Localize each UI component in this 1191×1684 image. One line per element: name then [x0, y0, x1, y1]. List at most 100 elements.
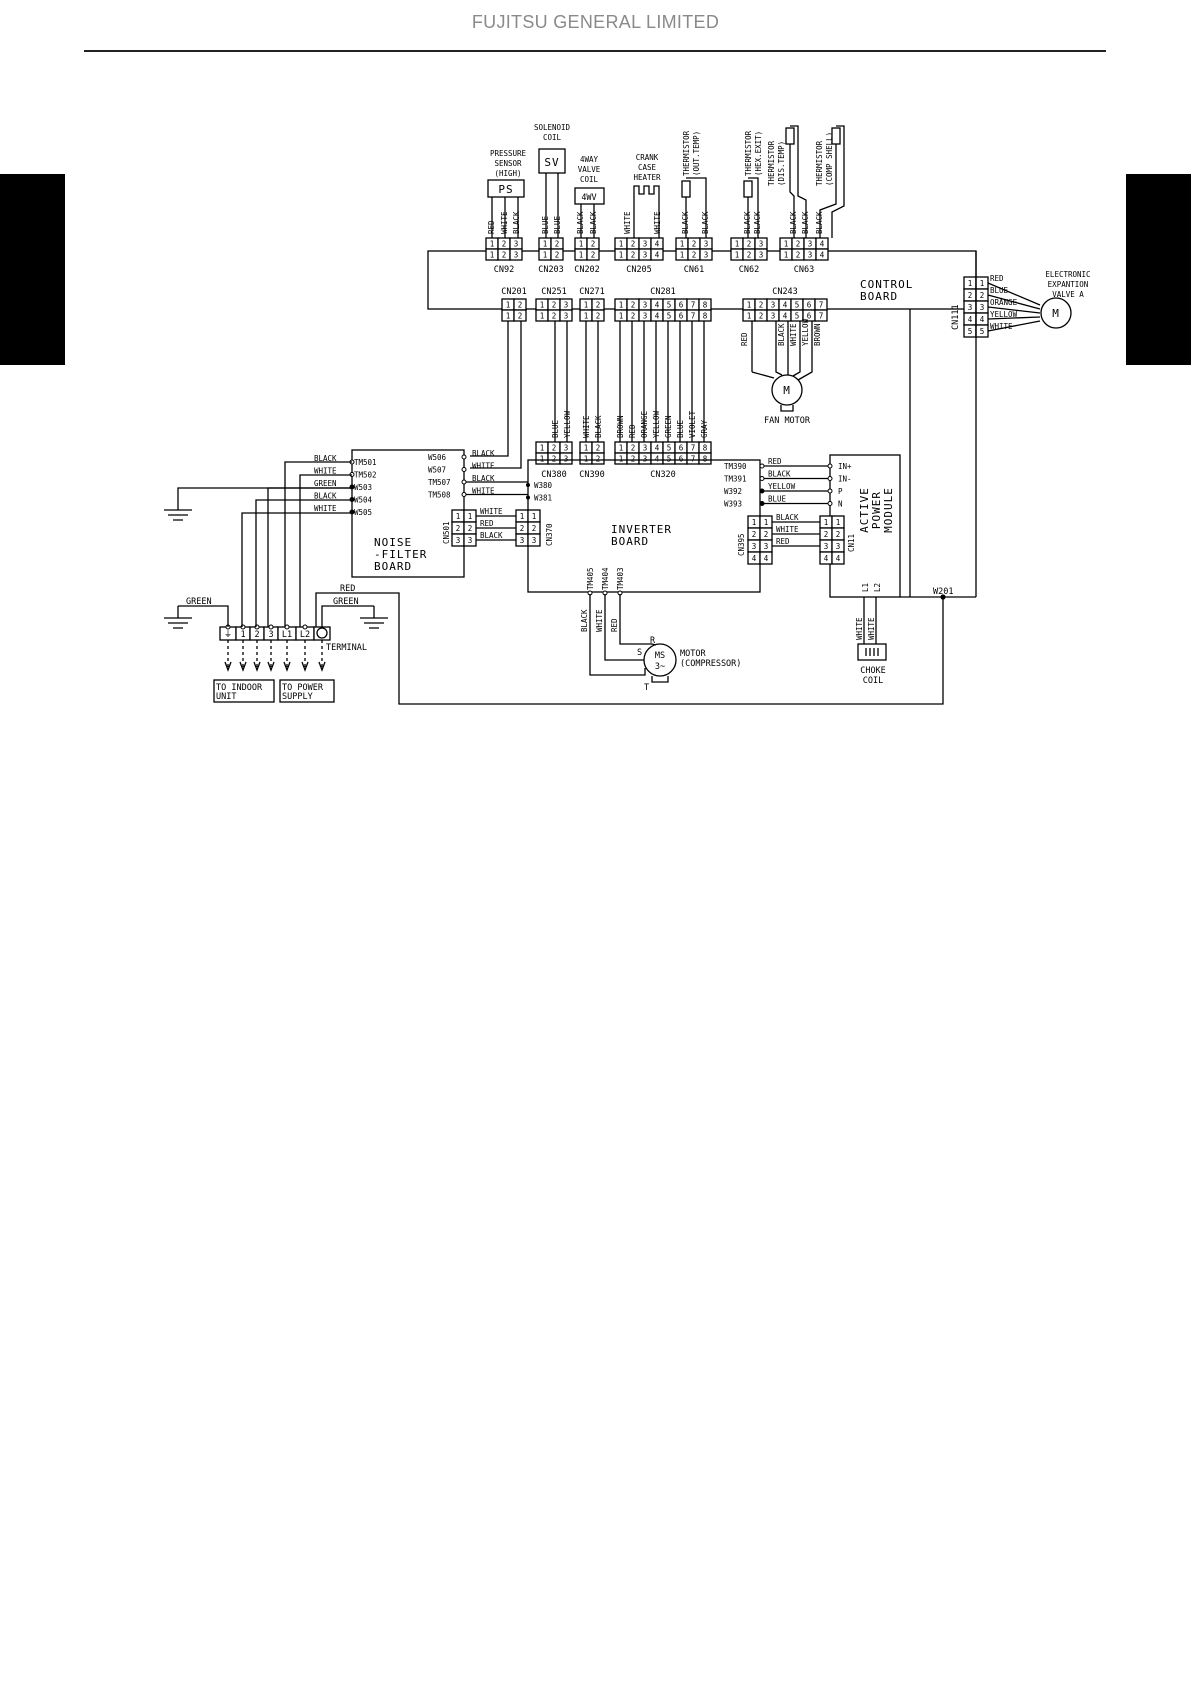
therm-dis-label-1: THERMISTOR — [767, 140, 776, 186]
svg-text:3: 3 — [468, 536, 473, 545]
svg-text:5: 5 — [667, 312, 672, 321]
cn395-wire: BLACK — [776, 513, 799, 522]
cn111-label: CN111 — [951, 304, 961, 330]
cn501-label: CN501 — [442, 521, 451, 544]
svg-text:3: 3 — [643, 444, 648, 453]
svg-text:5: 5 — [795, 312, 800, 321]
noise-filter-terminals: TM501BLACKTM502WHITEW503GREENW504BLACKW5… — [314, 449, 528, 547]
nf-left-terminal: TM502 — [354, 471, 377, 480]
inv-bottom-terminal: TM403 — [616, 567, 625, 590]
connector-cn390-label: CN390 — [579, 470, 605, 480]
svg-text:5: 5 — [667, 455, 672, 464]
connector-cn320-label: CN320 — [650, 470, 676, 480]
svg-text:2: 2 — [759, 312, 764, 321]
nf-right-wire: BLACK — [472, 474, 495, 483]
svg-text:2: 2 — [836, 530, 841, 539]
terminal-green-right: GREEN — [333, 597, 359, 607]
cn501-wire: BLACK — [480, 531, 503, 540]
sv-box — [538, 148, 566, 174]
svg-text:2: 2 — [555, 240, 560, 249]
connector-cn202-label: CN202 — [574, 265, 600, 275]
svg-text:1: 1 — [764, 518, 769, 527]
svg-text:2: 2 — [552, 312, 557, 321]
inv-right-terminal: W392 — [724, 487, 742, 496]
control-board-label-2: BOARD — [860, 290, 898, 303]
svg-text:3: 3 — [643, 240, 648, 249]
apm-terminal: N — [838, 500, 843, 509]
svg-text:3: 3 — [836, 542, 841, 551]
svg-text:4: 4 — [836, 554, 841, 563]
svg-text:2: 2 — [824, 530, 829, 539]
svg-text:2: 2 — [796, 240, 801, 249]
svg-text:8: 8 — [703, 455, 708, 464]
fan-motor-symbol — [771, 374, 803, 406]
svg-text:3: 3 — [759, 240, 764, 249]
svg-text:1: 1 — [735, 251, 740, 260]
header-rule — [84, 50, 1106, 52]
svg-text:4: 4 — [655, 240, 660, 249]
svg-text:2: 2 — [596, 444, 601, 453]
svg-text:2: 2 — [555, 251, 560, 260]
svg-text:3: 3 — [564, 455, 569, 464]
ps-symbol: PS — [498, 183, 513, 196]
wire-label: BLACK — [789, 211, 798, 234]
right-side-tab — [1126, 174, 1191, 365]
terminal-cell-label: 3 — [268, 630, 273, 640]
svg-text:1: 1 — [579, 251, 584, 260]
cn111-wire-label: WHITE — [990, 322, 1013, 331]
apm-terminal: IN- — [838, 475, 852, 484]
svg-text:1: 1 — [532, 512, 537, 521]
crank-case-heater: CRANK CASE HEATER — [633, 153, 661, 238]
valve-box — [574, 187, 605, 205]
exp-valve-symbol — [1040, 297, 1072, 329]
choke-wire-2: WHITE — [867, 617, 876, 640]
wire-label: WHITE — [500, 211, 509, 234]
svg-text:4: 4 — [820, 251, 825, 260]
svg-text:2: 2 — [591, 240, 596, 249]
svg-text:4: 4 — [655, 301, 660, 310]
valve-label-1: 4WAY — [580, 155, 599, 164]
solenoid-label-1: SOLENOID — [534, 123, 571, 132]
wire-label: BROWN — [813, 323, 822, 346]
apm-label-3: MODULE — [882, 487, 895, 533]
electronic-expansion-valve: ELECTRONIC EXPANTION VALVE A M — [1040, 270, 1091, 329]
nf-left-terminal: W503 — [354, 483, 372, 492]
cn501-wire: WHITE — [480, 507, 503, 516]
choke-wire-1: WHITE — [855, 617, 864, 640]
svg-text:1: 1 — [747, 312, 752, 321]
connector-cn243-label: CN243 — [772, 287, 798, 297]
svg-text:1: 1 — [619, 240, 624, 249]
svg-text:3: 3 — [564, 301, 569, 310]
svg-text:3: 3 — [643, 301, 648, 310]
cn395-wire: WHITE — [776, 525, 799, 534]
therm-out-label-1: THERMISTOR — [682, 130, 691, 176]
svg-text:2: 2 — [980, 291, 985, 300]
terminal-green-left: GREEN — [186, 597, 212, 607]
svg-text:5: 5 — [968, 327, 973, 336]
svg-text:3: 3 — [808, 251, 813, 260]
thermistor-comp-shell: THERMISTOR (COMP SHELL) — [815, 125, 845, 238]
valve-label-3: COIL — [580, 175, 599, 184]
svg-text:5: 5 — [980, 327, 985, 336]
terminal-label: TERMINAL — [326, 643, 367, 653]
svg-text:1: 1 — [619, 455, 624, 464]
apm-terminal: IN+ — [838, 462, 852, 471]
svg-text:4: 4 — [820, 240, 825, 249]
svg-text:4: 4 — [655, 444, 660, 453]
connector-cn271-label: CN271 — [579, 287, 605, 297]
svg-text:2: 2 — [518, 312, 523, 321]
sv-symbol: SV — [544, 156, 559, 169]
connector-cn205-label: CN205 — [626, 265, 652, 275]
exp-valve-label-1: ELECTRONIC — [1045, 270, 1090, 279]
svg-text:1: 1 — [619, 444, 624, 453]
compressor-label-2: (COMPRESSOR) — [680, 659, 741, 669]
svg-text:2: 2 — [747, 240, 752, 249]
svg-text:3: 3 — [643, 312, 648, 321]
svg-text:3: 3 — [514, 251, 519, 260]
